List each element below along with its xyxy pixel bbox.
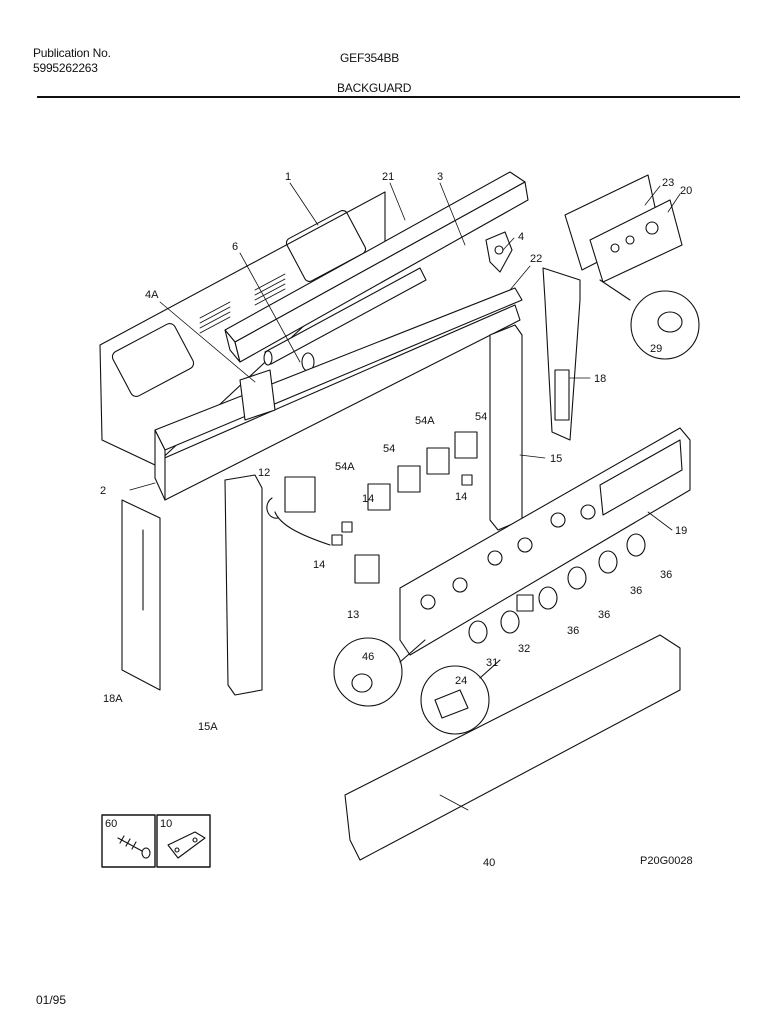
rocker-switch-detail: [420, 659, 501, 735]
vertical-post-right: [489, 324, 523, 531]
callout-13: 13: [347, 609, 359, 621]
callout-54A-top: 54A: [415, 415, 435, 427]
publication-label: Publication No.: [33, 46, 111, 60]
callout-36-c: 36: [598, 609, 610, 621]
callout-labels: 1 21 3 4 6 4A 22 23 20 29 18 54A 54 54 5…: [100, 171, 692, 869]
vertical-post-left: [224, 474, 263, 696]
callout-15: 15: [550, 453, 562, 465]
callout-22: 22: [530, 253, 542, 265]
callout-32: 32: [518, 643, 530, 655]
footer-date: 01/95: [36, 993, 67, 1007]
indicator-light-detail: [333, 637, 426, 707]
callout-54-top: 54: [475, 411, 487, 423]
callout-23: 23: [662, 177, 674, 189]
model-number: GEF354BB: [340, 51, 400, 65]
callout-46: 46: [362, 651, 374, 663]
callout-36-d: 36: [567, 625, 579, 637]
callout-14-mid: 14: [362, 493, 374, 505]
knob-detail-circle: [599, 279, 700, 360]
callout-36-b: 36: [630, 585, 642, 597]
drawing-code: P20G0028: [640, 855, 693, 867]
control-knobs: [468, 533, 646, 644]
callout-40: 40: [483, 857, 495, 869]
hardware-box-connector: 10: [156, 814, 211, 868]
side-panel-left: [121, 499, 161, 691]
callout-18A: 18A: [103, 693, 123, 705]
callout-14-right: 14: [455, 491, 467, 503]
callout-36-a: 36: [660, 569, 672, 581]
callout-24: 24: [455, 675, 467, 687]
header-divider: [37, 96, 740, 98]
callout-20: 20: [680, 185, 692, 197]
callout-14-low: 14: [313, 559, 325, 571]
callout-19: 19: [675, 525, 687, 537]
callout-3: 3: [437, 171, 443, 183]
hardware-box-screw: 60: [101, 814, 156, 868]
callout-2: 2: [100, 485, 106, 497]
publication-number: 5995262263: [33, 61, 98, 75]
main-frame: [154, 287, 523, 501]
section-title: BACKGUARD: [337, 81, 412, 95]
control-panel: [399, 427, 691, 656]
callout-18: 18: [594, 373, 606, 385]
top-trim: [224, 171, 529, 363]
callout-31: 31: [486, 657, 498, 669]
callout-15A: 15A: [198, 721, 218, 733]
callout-6: 6: [232, 241, 238, 253]
callout-12: 12: [258, 467, 270, 479]
lower-trim: [344, 634, 681, 861]
callout-4: 4: [518, 231, 524, 243]
side-bracket-right: [542, 267, 581, 441]
clock-display: [564, 174, 683, 283]
callout-60: 60: [105, 818, 117, 830]
callout-21: 21: [382, 171, 394, 183]
callout-54A-mid: 54A: [335, 461, 355, 473]
callout-10: 10: [160, 818, 172, 830]
callout-1: 1: [285, 171, 291, 183]
callout-54-mid: 54: [383, 443, 395, 455]
bracket: [485, 231, 513, 273]
leader-lines: [129, 182, 681, 811]
callout-4A: 4A: [145, 289, 159, 301]
tube: [263, 267, 427, 372]
callout-29: 29: [650, 343, 662, 355]
infinite-switches: [266, 431, 478, 584]
